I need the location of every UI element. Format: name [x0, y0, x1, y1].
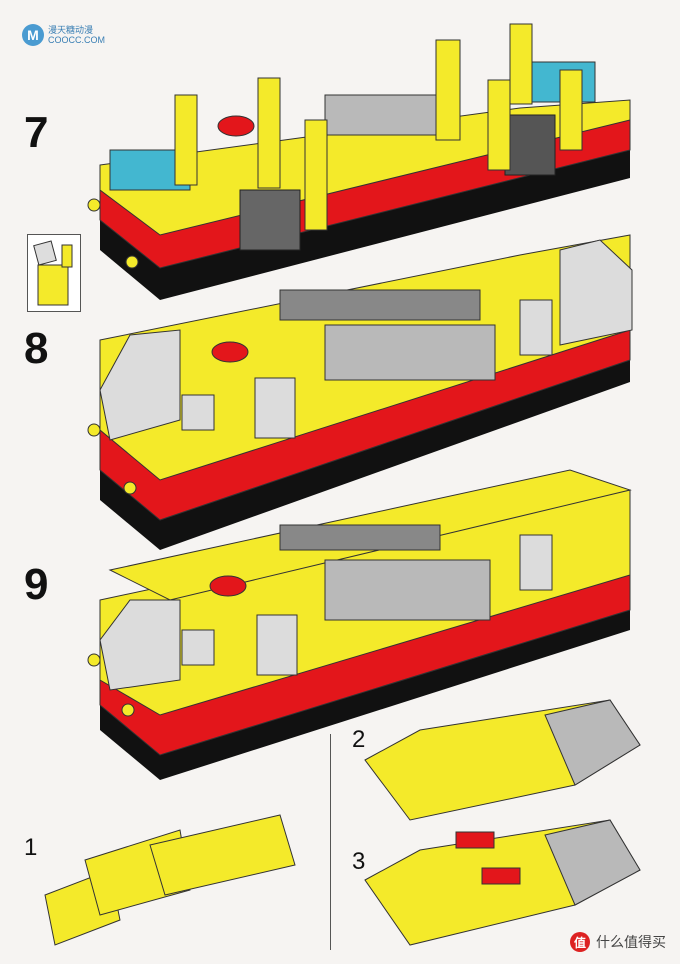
watermark-line-2: COOCC.COM — [48, 35, 105, 45]
substep-number-3: 3 — [352, 848, 366, 875]
substep-number-2: 2 — [352, 726, 366, 753]
watermark-line-1: 漫天糖动漫 — [48, 25, 94, 35]
watermark-top: M 漫天糖动漫 COOCC.COM — [22, 24, 105, 46]
divider-line — [330, 734, 331, 950]
site-logo-icon: M — [22, 24, 44, 46]
watermark-bottom: 值 什么值得买 — [570, 932, 666, 952]
detail-inset — [27, 234, 81, 312]
watermark-bottom-text: 什么值得买 — [596, 934, 666, 950]
door-detail-icon — [33, 240, 73, 306]
step-number-9: 9 — [24, 560, 49, 609]
step-number-8: 8 — [24, 324, 49, 373]
value-badge-icon: 值 — [570, 932, 590, 952]
step-number-7: 7 — [24, 108, 49, 157]
substep-number-1: 1 — [24, 834, 38, 861]
